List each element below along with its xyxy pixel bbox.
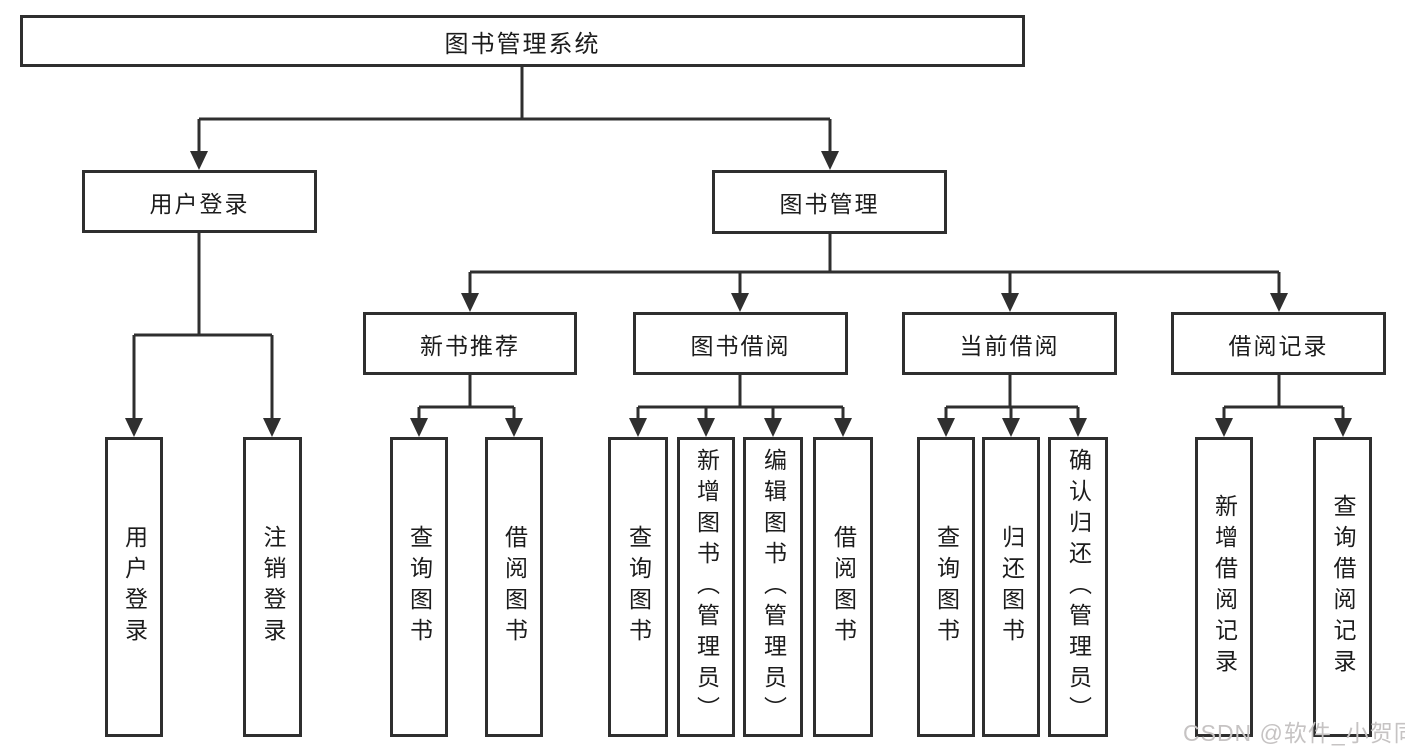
node-current-borrowing: 当前借阅 xyxy=(902,312,1117,375)
leaf-borrow-books-borrowing: 借阅图书 xyxy=(813,437,873,737)
node-new-book-recommend: 新书推荐 xyxy=(363,312,577,375)
leaf-borrow-books-borrowing-label: 借阅图书 xyxy=(830,525,857,649)
node-library-system-label: 图书管理系统 xyxy=(444,30,601,58)
node-library-system: 图书管理系统 xyxy=(20,15,1025,67)
node-current-borrowing-label: 当前借阅 xyxy=(959,332,1060,359)
csdn-watermark: CSDN @软件_小贺同学 xyxy=(1183,720,1405,746)
leaf-edit-books-admin-label: 编辑图书（管理员） xyxy=(760,447,787,727)
leaf-return-books: 归还图书 xyxy=(982,437,1040,737)
leaf-logout: 注销登录 xyxy=(243,437,302,737)
node-new-book-recommend-label: 新书推荐 xyxy=(420,332,520,359)
node-book-management: 图书管理 xyxy=(712,170,947,234)
leaf-add-books-admin: 新增图书（管理员） xyxy=(677,437,735,737)
leaf-query-books-borrowing-label: 查询图书 xyxy=(625,525,652,649)
node-user-login-label: 用户登录 xyxy=(149,190,250,217)
leaf-query-books-current-label: 查询图书 xyxy=(933,525,960,649)
leaf-user-login-label: 用户登录 xyxy=(121,525,148,649)
leaf-add-books-admin-label: 新增图书（管理员） xyxy=(693,447,720,727)
leaf-confirm-return-admin-label: 确认归还（管理员） xyxy=(1065,447,1092,727)
node-book-borrowing-label: 图书借阅 xyxy=(690,332,791,359)
node-user-login: 用户登录 xyxy=(82,170,317,233)
leaf-query-books-newbook-label: 查询图书 xyxy=(406,525,433,649)
leaf-user-login: 用户登录 xyxy=(105,437,163,737)
leaf-confirm-return-admin: 确认归还（管理员） xyxy=(1048,437,1108,737)
leaf-add-borrow-record: 新增借阅记录 xyxy=(1195,437,1253,737)
leaf-query-books-current: 查询图书 xyxy=(917,437,975,737)
leaf-add-borrow-record-label: 新增借阅记录 xyxy=(1211,494,1238,680)
leaf-borrow-books-newbook-label: 借阅图书 xyxy=(501,525,528,649)
leaf-query-books-newbook: 查询图书 xyxy=(390,437,448,737)
leaf-query-borrow-record-label: 查询借阅记录 xyxy=(1330,494,1356,680)
leaf-query-borrow-record: 查询借阅记录 xyxy=(1313,437,1372,737)
node-book-management-label: 图书管理 xyxy=(779,191,880,217)
tree-edges xyxy=(132,67,1345,421)
leaf-return-books-label: 归还图书 xyxy=(998,525,1025,649)
leaf-borrow-books-newbook: 借阅图书 xyxy=(485,437,543,737)
node-book-borrowing: 图书借阅 xyxy=(633,312,848,375)
leaf-edit-books-admin: 编辑图书（管理员） xyxy=(743,437,803,737)
arrowheads xyxy=(125,151,1352,437)
leaf-query-books-borrowing: 查询图书 xyxy=(608,437,668,737)
leaf-logout-label: 注销登录 xyxy=(260,525,286,649)
node-borrowing-records-label: 借阅记录 xyxy=(1228,332,1329,359)
node-borrowing-records: 借阅记录 xyxy=(1171,312,1386,375)
